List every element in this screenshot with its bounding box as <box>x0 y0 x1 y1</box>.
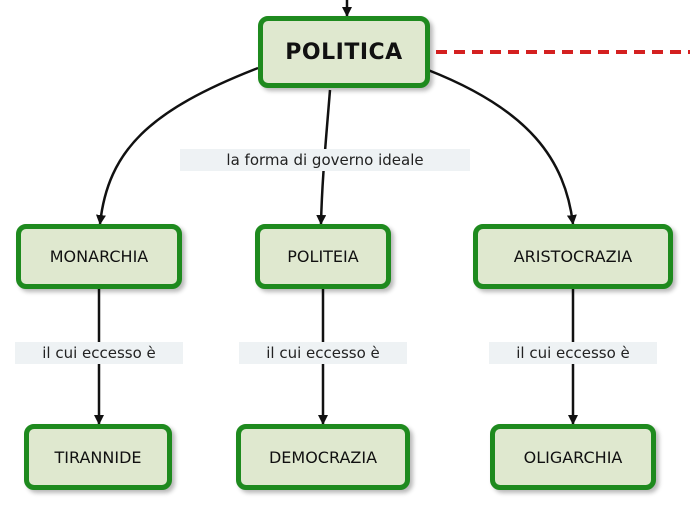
node-monarchia[interactable]: MONARCHIA <box>16 224 182 289</box>
connector-root-monarchia <box>96 66 259 225</box>
link-label-monarchia-excess: il cui eccesso è <box>15 342 183 364</box>
node-politica[interactable]: POLITICA <box>258 16 430 88</box>
link-label-politeia-excess: il cui eccesso è <box>239 342 407 364</box>
connector-root-aristocrazia <box>427 68 577 225</box>
node-aristocrazia[interactable]: ARISTOCRAZIA <box>473 224 673 289</box>
node-tirannide[interactable]: TIRANNIDE <box>24 424 172 490</box>
link-label-aristocrazia-excess: il cui eccesso è <box>489 342 657 364</box>
node-politeia[interactable]: POLITEIA <box>255 224 391 289</box>
node-oligarchia[interactable]: OLIGARCHIA <box>490 424 656 490</box>
link-label-forma-ideale: la forma di governo ideale <box>180 149 470 171</box>
node-democrazia[interactable]: DEMOCRAZIA <box>236 424 410 490</box>
